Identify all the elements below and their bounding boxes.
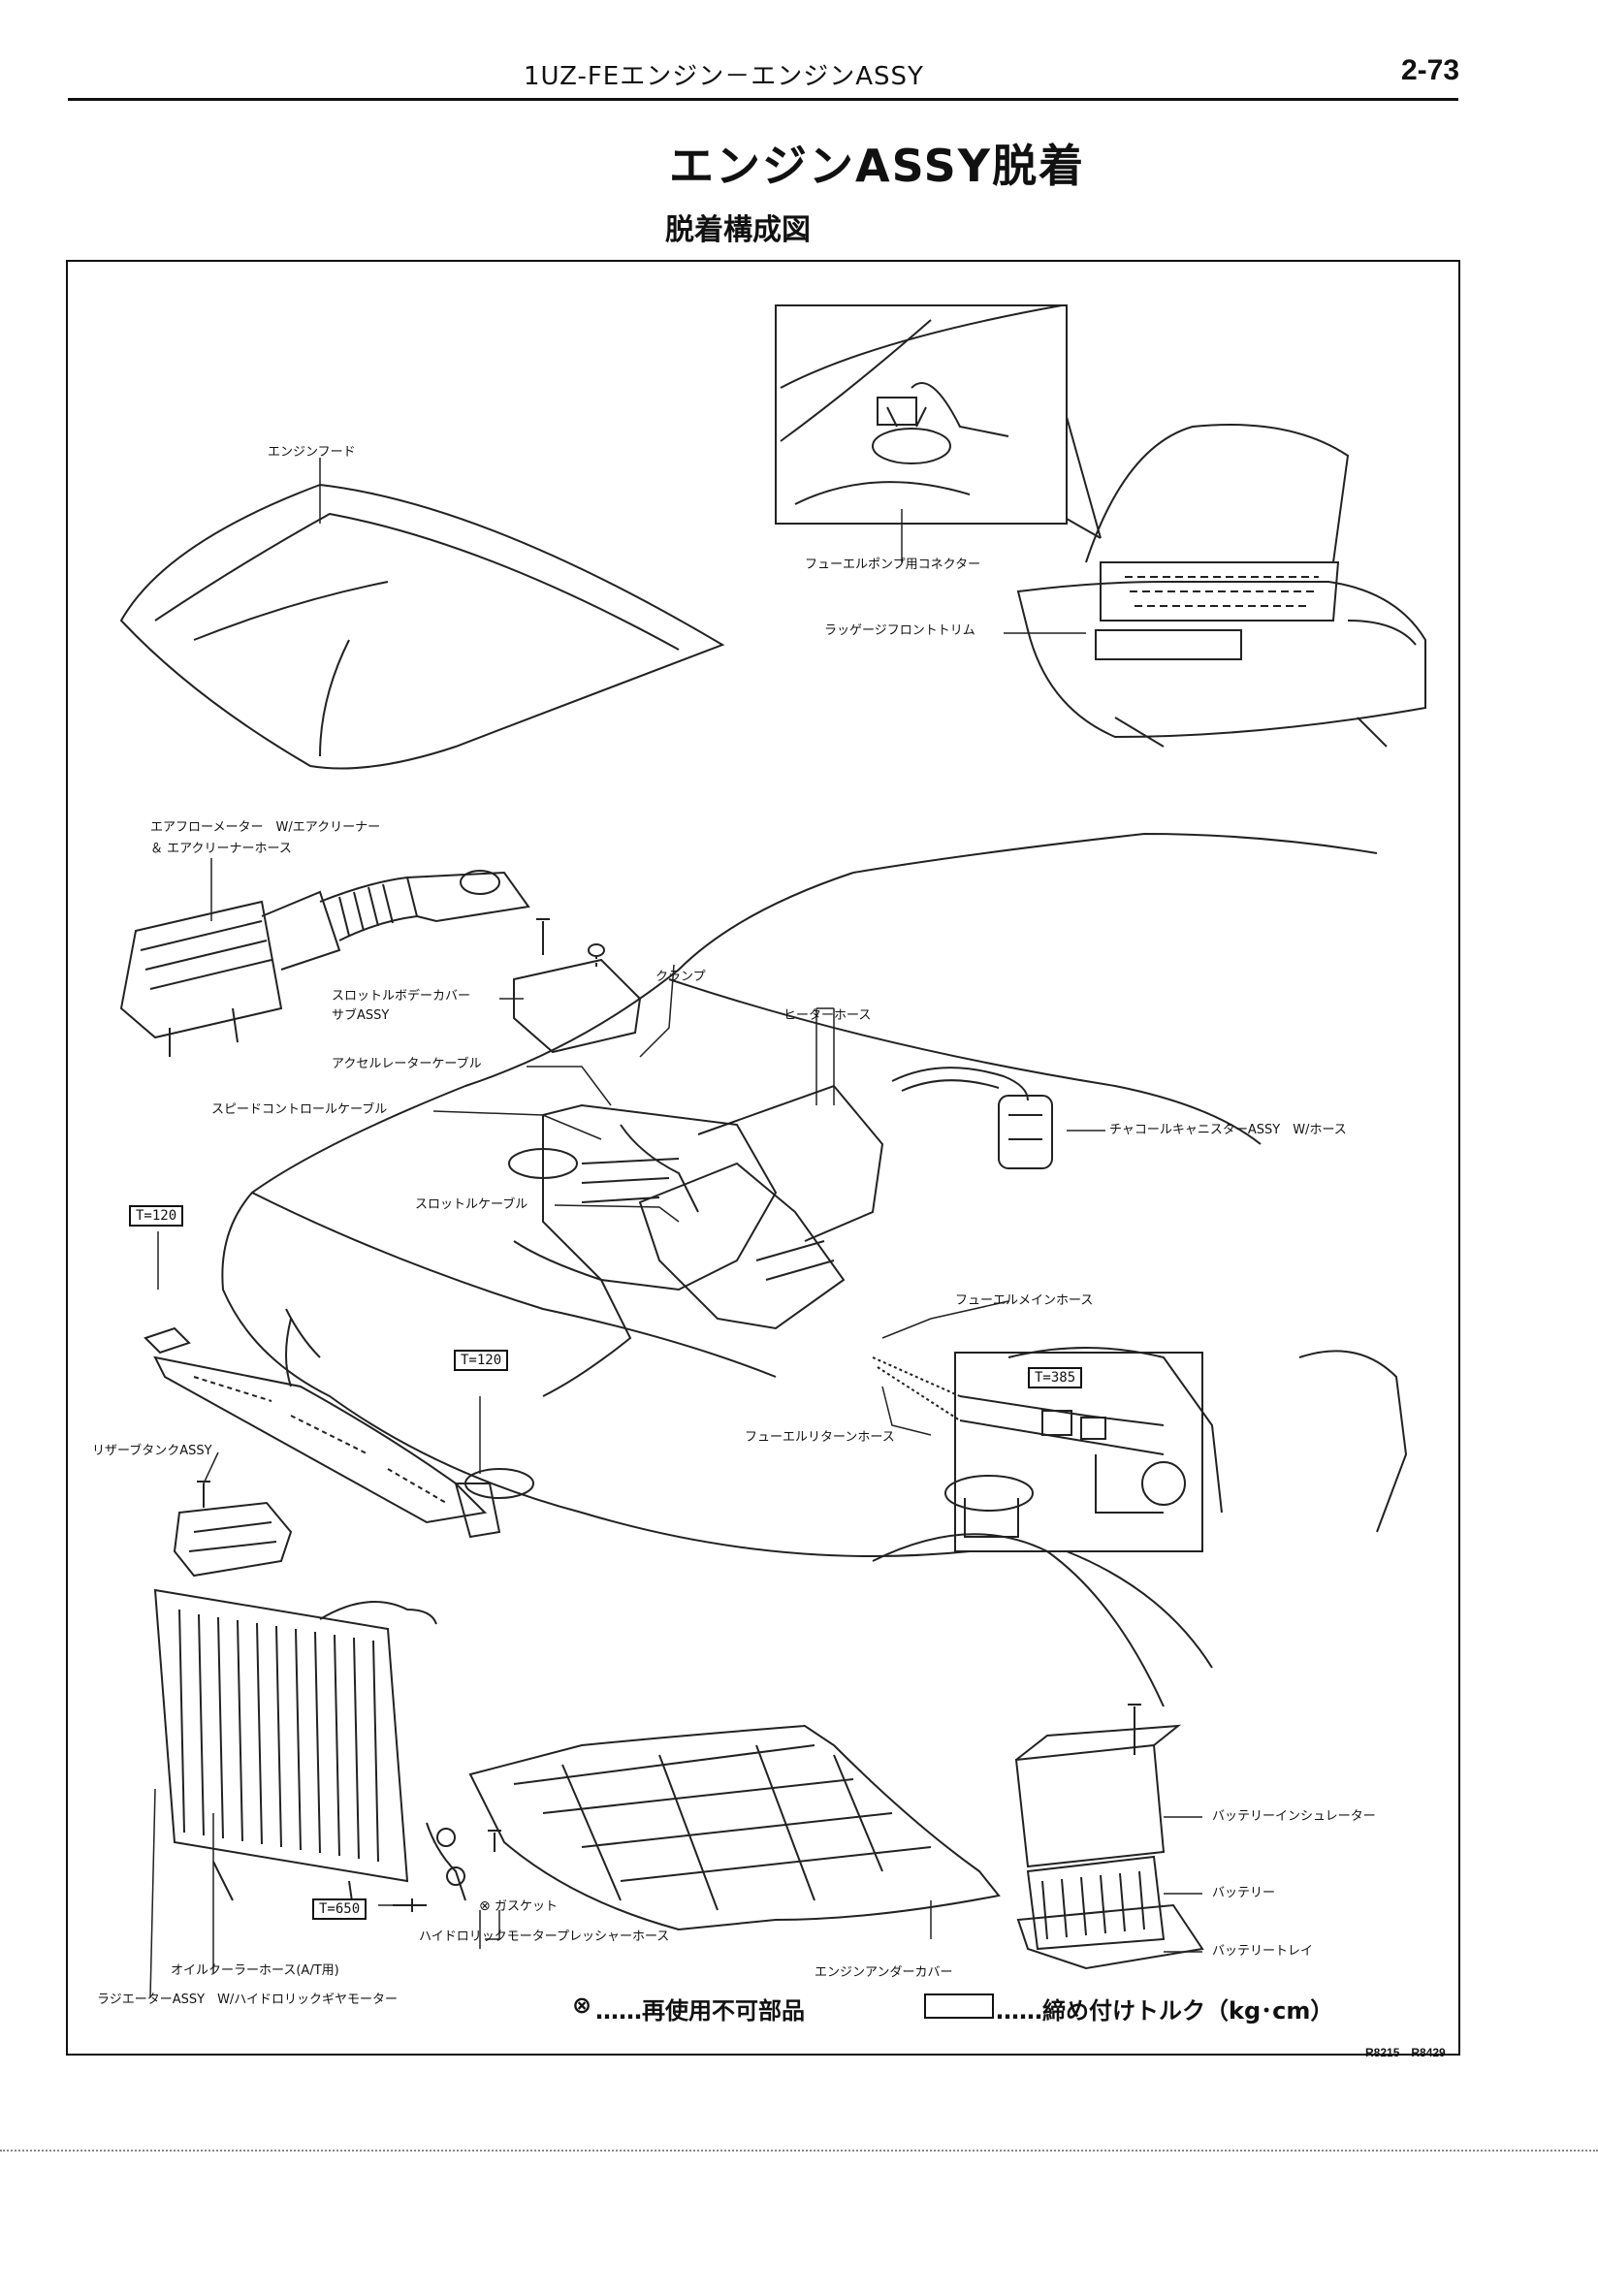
label-hydraulic-motor-pressure-hose: ハイドロリックモータープレッシャーホース [419,1929,670,1944]
label-throttle-body-cover-1: スロットルボデーカバー [332,989,471,1004]
legend-non-reusable-symbol: ⊗ [572,1992,592,2019]
car-front-engine-drawing [221,832,1408,1707]
air-cleaner-drawing [119,870,530,1057]
label-battery: バッテリー [1212,1886,1276,1900]
label-oil-cooler-hose: オイルクーラーホース(A/T用) [171,1963,339,1978]
torque-box: T=120 [129,1205,184,1227]
figure-code: R8215 R8429 [1365,2046,1446,2059]
leader-lines [149,458,1202,1998]
battery-drawing [1014,1704,1204,1970]
torque-box: T=650 [312,1898,368,1920]
gasket-symbol: ⊗ [479,1898,491,1914]
label-luggage-front-trim: ラッゲージフロントトリム [824,623,975,638]
label-reservoir-tank: リザーブタンクASSY [92,1444,212,1458]
hydraulic-hose-drawing [393,1822,501,1912]
label-gasket: ガスケット [495,1899,559,1914]
label-fuel-return-hose: フューエルリターンホース [745,1430,895,1445]
throttle-body-cover-drawing [513,918,642,1054]
engine-under-cover-drawing [468,1724,1001,1931]
radiator-drawing [153,1588,437,1916]
label-air-flow-meter-1: エアフローメーター W/エアクリーナー [150,820,381,835]
front-crossmember-drawing [144,1326,501,1539]
label-fuel-main-hose: フューエルメインホース [955,1293,1094,1308]
label-charcoal-canister: チャコールキャニスターASSY W/ホース [1109,1123,1347,1137]
label-accelerator-cable: アクセルレーターケーブル [332,1057,482,1071]
label-throttle-cable: スロットルケーブル [415,1197,528,1212]
torque-box: T=120 [454,1350,509,1371]
label-speed-control-cable: スピードコントロールケーブル [211,1102,388,1117]
section-title: エンジンASSY脱着 [669,140,1086,192]
page-number: 2-73 [1401,54,1460,86]
label-radiator: ラジエーターASSY W/ハイドロリックギヤモーター [97,1993,399,2007]
fuel-pump-inset [775,304,1068,525]
label-clamp: クランプ [655,970,706,984]
header-title: 1UZ-FEエンジン－エンジンASSY [524,62,924,91]
label-air-flow-meter-2: ＆ エアクリーナーホース [150,842,292,856]
header-rule [68,98,1458,101]
label-engine-under-cover: エンジンアンダーカバー [815,1965,953,1980]
label-heater-hose: ヒーターホース [783,1008,872,1023]
legend-torque: ……締め付けトルク（kg･cm） [996,1997,1334,2025]
reservoir-tank-drawing [173,1481,293,1578]
engine-hood-drawing [119,483,725,770]
legend-non-reusable: ……再使用不可部品 [595,1997,805,2025]
label-engine-hood: エンジンフード [268,445,356,460]
label-battery-tray: バッテリートレイ [1212,1944,1314,1959]
legend-torque-box [924,1993,994,2019]
diagram-frame [66,260,1460,2056]
label-throttle-body-cover-2: サブASSY [332,1008,390,1023]
car-rear-drawing [1016,416,1426,748]
subtitle: 脱着構成図 [665,213,811,247]
label-fuel-pump-connector: フューエルポンプ用コネクター [805,558,981,572]
fuel-hose-inset [872,1352,1203,1552]
page-bottom-rule [0,2150,1598,2152]
charcoal-canister-drawing [891,1067,1053,1169]
torque-box: T=385 [1028,1367,1083,1388]
label-battery-insulator: バッテリーインシュレーター [1212,1809,1376,1824]
